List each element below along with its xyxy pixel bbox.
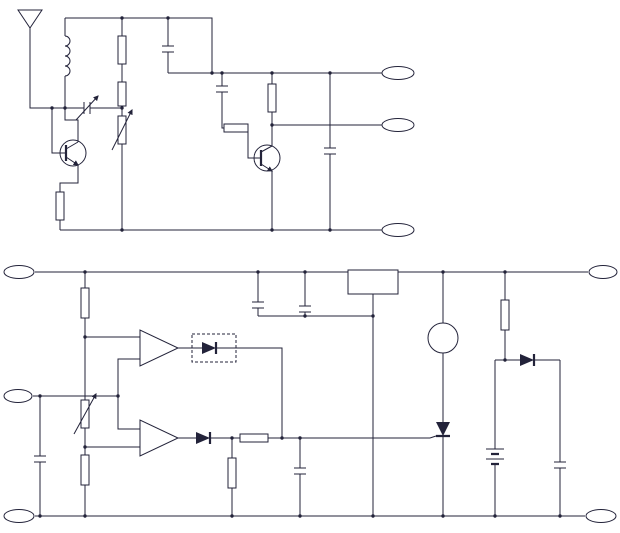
resistor-R3 xyxy=(117,81,127,107)
tr-variable-arrow xyxy=(73,393,97,435)
transistor-Q1 xyxy=(59,139,87,167)
resistor-R10 xyxy=(500,299,510,331)
terminal-vplus xyxy=(588,265,618,279)
q1-emitter-arrow xyxy=(65,156,79,166)
c1-variable-arrow xyxy=(75,95,99,121)
antenna-icon xyxy=(17,9,43,29)
q2-emitter-arrow xyxy=(260,163,273,172)
resistor-R1 xyxy=(55,191,65,221)
terminal-gnd-top xyxy=(381,223,415,237)
terminal-vdd-bottom xyxy=(3,265,35,279)
terminal-gnd-left xyxy=(3,509,35,523)
terminal-in xyxy=(3,389,33,403)
top-junctions xyxy=(50,16,332,232)
resistor-R2 xyxy=(117,35,127,65)
top-circuit xyxy=(17,9,415,237)
diode-D3 xyxy=(520,354,534,366)
bottom-wires xyxy=(33,271,588,517)
tr1-variable-arrow xyxy=(111,109,133,151)
bottom-junctions xyxy=(38,270,562,518)
resistor-R5 xyxy=(267,83,277,113)
collector-leads xyxy=(65,141,273,153)
resistor-R4 xyxy=(223,123,249,133)
terminal-out xyxy=(381,118,415,132)
diode-D1 xyxy=(202,342,216,354)
terminal-vdd-top xyxy=(381,66,415,80)
resistor-R7 xyxy=(80,454,90,486)
resistor-R8 xyxy=(227,457,237,489)
thyristor-VT xyxy=(436,422,450,436)
transistor-bars xyxy=(64,145,263,166)
opamp-ic1-2 xyxy=(139,329,180,367)
capacitor-plates-top xyxy=(83,45,336,155)
diode-d1-dashed-box xyxy=(191,333,237,363)
resistor-R6 xyxy=(80,287,90,319)
terminal-gnd-right xyxy=(585,509,617,523)
inductor-L xyxy=(64,35,71,77)
meter-icon xyxy=(427,322,459,354)
regulator-7805 xyxy=(347,269,399,295)
top-wires xyxy=(29,17,382,231)
bottom-circuit xyxy=(3,265,618,523)
diode-D2 xyxy=(196,432,210,444)
resistor-R9 xyxy=(239,433,269,443)
capacitor-plates-bottom xyxy=(34,301,566,475)
diode-bars-and-battery xyxy=(208,342,536,466)
opamp-ic1-1 xyxy=(139,419,180,457)
